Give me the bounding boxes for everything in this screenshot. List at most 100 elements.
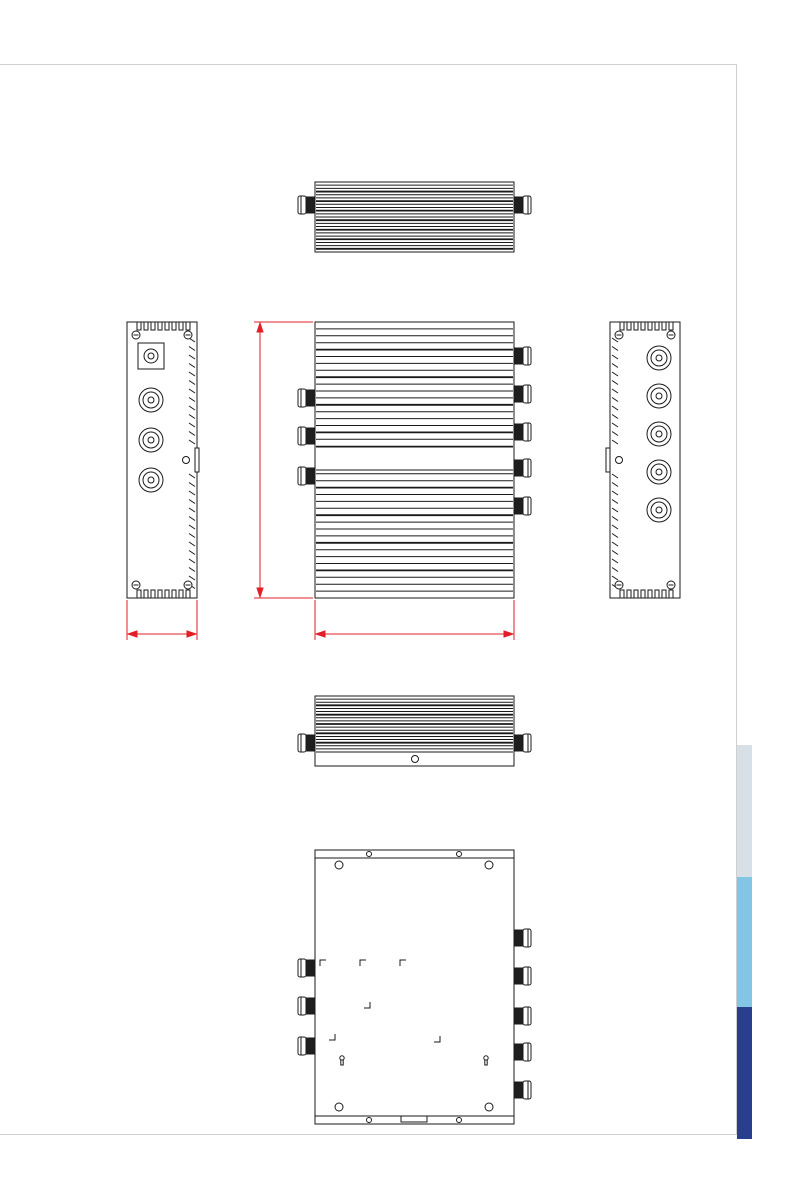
- round-connector-pin: [656, 431, 662, 437]
- screw: [412, 756, 419, 763]
- connector: [298, 997, 315, 1015]
- connector-cap: [523, 497, 531, 515]
- vent-slot: [634, 322, 638, 330]
- round-connector-pin: [148, 397, 154, 403]
- screw: [457, 1118, 462, 1123]
- vent-slot: [648, 590, 652, 598]
- round-connector-pin: [148, 477, 154, 483]
- connector: [514, 347, 531, 365]
- vent-slot: [151, 590, 155, 598]
- screw: [335, 1103, 343, 1111]
- vent-slot: [179, 590, 183, 598]
- round-connector-pin: [656, 355, 662, 361]
- connector: [514, 1081, 531, 1099]
- vent-slot: [158, 322, 162, 330]
- connector-cap: [298, 959, 306, 977]
- connector: [298, 467, 315, 485]
- screw: [335, 861, 343, 869]
- screw: [183, 457, 190, 464]
- vent-slot: [151, 322, 155, 330]
- front-view: [298, 322, 531, 598]
- vent-slot: [165, 590, 169, 598]
- vent-slot: [627, 590, 631, 598]
- round-connector-pin: [148, 437, 154, 443]
- connector-thread: [514, 386, 523, 402]
- connector-thread: [514, 197, 523, 213]
- connector-cap: [523, 1043, 531, 1061]
- vent-slot: [137, 322, 141, 330]
- connector-cap: [523, 967, 531, 985]
- connector-thread: [514, 1082, 523, 1098]
- underside-view: [298, 850, 531, 1124]
- top-view: [298, 182, 531, 252]
- connector-thread: [514, 735, 523, 751]
- connector-cap: [523, 1081, 531, 1099]
- underside-view-body: [315, 850, 514, 1124]
- connector: [298, 959, 315, 977]
- connector: [298, 734, 315, 752]
- right-side-view: [606, 322, 680, 598]
- underside-notch: [401, 1116, 427, 1122]
- connector-cap: [523, 385, 531, 403]
- connector: [514, 734, 531, 752]
- connector-thread: [306, 960, 315, 976]
- vent-slot: [144, 590, 148, 598]
- connector-thread: [514, 348, 523, 364]
- connector-thread: [306, 428, 315, 444]
- vent-slot: [627, 322, 631, 330]
- dimension-arrow: [257, 588, 263, 597]
- connector-cap: [298, 467, 306, 485]
- connector: [514, 196, 531, 214]
- vent-slot: [620, 322, 624, 330]
- connector-thread: [514, 1008, 523, 1024]
- connector-cap: [298, 196, 306, 214]
- connector: [514, 1043, 531, 1061]
- connector-cap: [298, 389, 306, 407]
- dc-jack-pin: [148, 353, 154, 359]
- vent-slot: [662, 322, 666, 330]
- keyhole-slot: [485, 1060, 487, 1065]
- keyhole-slot: [341, 1060, 343, 1065]
- connector-cap: [298, 997, 306, 1015]
- connector: [514, 497, 531, 515]
- connector-thread: [514, 1044, 523, 1060]
- screw: [485, 1103, 493, 1111]
- vent-slot: [669, 322, 673, 330]
- connector: [298, 1037, 315, 1055]
- connector-thread: [514, 424, 523, 440]
- connector-cap: [298, 1037, 306, 1055]
- round-connector-pin: [656, 469, 662, 475]
- vent-slot: [144, 322, 148, 330]
- connector-cap: [523, 423, 531, 441]
- vent-slot: [662, 590, 666, 598]
- vent-slot: [186, 590, 190, 598]
- dimension-arrow: [316, 631, 325, 637]
- screw: [367, 852, 372, 857]
- vent-slot: [669, 590, 673, 598]
- screw: [367, 1118, 372, 1123]
- vent-slot: [641, 322, 645, 330]
- vent-slot: [172, 322, 176, 330]
- connector-thread: [306, 468, 315, 484]
- connector-cap: [523, 734, 531, 752]
- connector-cap: [523, 459, 531, 477]
- vent-slot: [179, 322, 183, 330]
- connector: [298, 427, 315, 445]
- connector-cap: [523, 196, 531, 214]
- connector-cap: [523, 1007, 531, 1025]
- vent-slot: [165, 322, 169, 330]
- mounting-bracket: [195, 448, 199, 472]
- connector-thread: [514, 460, 523, 476]
- connector: [514, 385, 531, 403]
- connector-thread: [514, 968, 523, 984]
- screw: [616, 457, 623, 464]
- mounting-bracket: [606, 448, 610, 472]
- connector-thread: [306, 197, 315, 213]
- dimension-arrow: [128, 631, 137, 637]
- bottom-view: [298, 696, 531, 766]
- screw: [457, 852, 462, 857]
- dimension-arrow: [187, 631, 196, 637]
- connector-thread: [514, 498, 523, 514]
- connector-thread: [306, 390, 315, 406]
